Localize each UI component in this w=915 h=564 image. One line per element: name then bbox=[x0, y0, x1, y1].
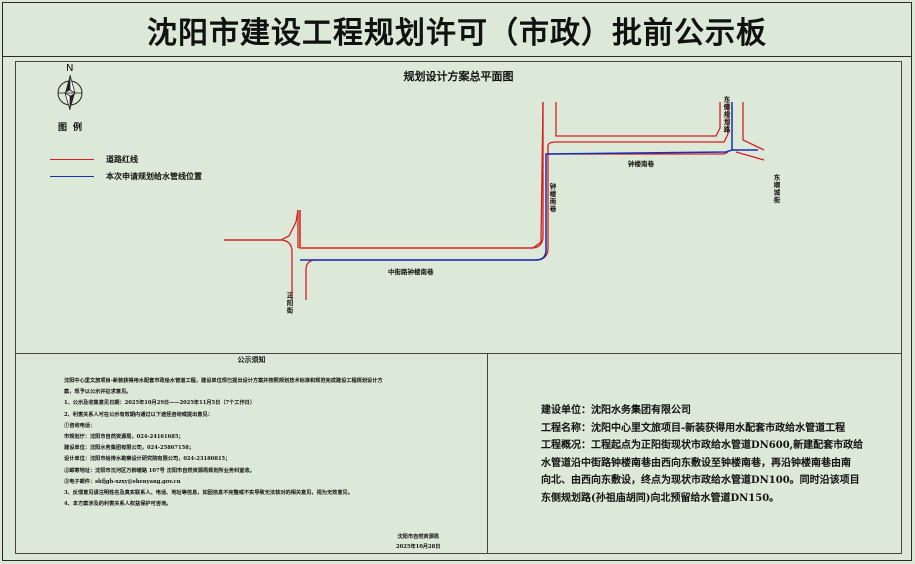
notice-line: ②邮寄地址：沈阳市沈河区万柳塘路 107号 沈阳市自然资源局规划所业务科室收。 bbox=[64, 467, 255, 474]
label-zhonglou-south-lane-v: 钟楼南巷 bbox=[548, 183, 556, 213]
north-arrow-icon bbox=[57, 74, 83, 111]
label-dongshuncheng-street: 东顺城街 bbox=[772, 174, 780, 204]
sign-date: 2025年10月28日 bbox=[396, 544, 441, 550]
map-title: 规划设计方案总平面图 bbox=[403, 70, 514, 83]
project-info: 建设单位：沈阳水务集团有限公司 工程名称：沈阳中心里文旅项目-新装获得用水配套市… bbox=[541, 402, 893, 507]
summary-line: 工程概况：工程起点为正阳街现状市政给水管道DN600,新建配套市政给 bbox=[541, 440, 864, 451]
lower-section: 公示须知 沈阳中心里文旅项目-新装获得用水配套市政给水管道工程，建设单位现已提出… bbox=[15, 354, 902, 554]
legend-title: 图例 bbox=[58, 123, 89, 133]
north-letter: N bbox=[66, 63, 74, 74]
project-name-label: 工程名称： bbox=[541, 422, 591, 434]
red-line-swatch bbox=[50, 159, 94, 160]
notice-line: 建设单位：沈阳水务集团有限公司，024-25867158； bbox=[64, 445, 195, 452]
site-plan-drawing bbox=[57, 74, 765, 300]
builder-value: 沈阳水务集团有限公司 bbox=[591, 405, 691, 416]
notice-line: ③电子邮件：shfjgh-xzxy@shenyang.gov.cn bbox=[64, 478, 181, 485]
water-pipe-line bbox=[300, 102, 758, 261]
label-zhengyang-street: 正阳街 bbox=[285, 292, 293, 315]
builder-row: 建设单位：沈阳水务集团有限公司 bbox=[541, 402, 893, 420]
legend-water-pipe-label: 本次申请规划给水管线位置 bbox=[106, 171, 202, 181]
summary-line: 东侧规划路(孙祖庙胡同)向北预留给水管道DN150。 bbox=[541, 492, 780, 504]
notice-line: 1、公示及收集意见日期：2025年10月29日——2025年11月5日（7个工作… bbox=[64, 400, 256, 407]
builder-label: 建设单位： bbox=[541, 405, 591, 416]
sign-org: 沈阳市自然资源局 bbox=[397, 534, 439, 540]
notice-line: ①咨询电话： bbox=[64, 422, 96, 429]
site-plan-map: 规划设计方案总平面图 bbox=[15, 61, 902, 354]
notice-line: 3、反馈意见请注明姓名及真实联系人、电话、地址等信息，如因信息不完整或不实导致无… bbox=[64, 490, 353, 497]
label-zhonglou-south-lane-h: 钟楼南巷 bbox=[628, 160, 654, 168]
road-red-lines bbox=[224, 101, 765, 300]
notice-line: 沈阳中心里文旅项目-新装获得用水配套市政给水管道工程，建设单位现已提出设计方案并… bbox=[64, 378, 383, 384]
notice-title: 公示须知 bbox=[237, 355, 266, 364]
legend-road-red-label: 道路红线 bbox=[106, 154, 138, 164]
notice-line: 4、本方案涉及的利害关系人权益保护可咨询。 bbox=[64, 501, 172, 508]
notice-line: 案，现予以公示并征求意见。 bbox=[64, 389, 132, 396]
board-title: 沈阳市建设工程规划许可（市政）批前公示板 bbox=[3, 3, 911, 57]
public-notice: 公示须知 沈阳中心里文旅项目-新装获得用水配套市政给水管道工程，建设单位现已提出… bbox=[16, 354, 488, 554]
notice-body: 沈阳中心里文旅项目-新装获得用水配套市政给水管道工程，建设单位现已提出设计方案并… bbox=[64, 376, 474, 510]
notice-line: 市规划厅：沈阳市自然资源局，024-24161685； bbox=[64, 434, 184, 441]
label-zhongjie-road: 中街路钟楼南巷 bbox=[388, 268, 434, 276]
blue-line-swatch bbox=[50, 176, 94, 177]
project-name-row: 工程名称：沈阳中心里文旅项目-新装获得用水配套市政给水管道工程 bbox=[541, 420, 893, 438]
project-name-value: 沈阳中心里文旅项目-新装获得用水配套市政给水管道工程 bbox=[591, 422, 846, 434]
notice-line: 2、利害关系人可在公示有效期内通过以下途径咨询或提出意见： bbox=[64, 411, 213, 418]
legend-water-pipe: 本次申请规划给水管线位置 bbox=[50, 171, 202, 182]
summary-line: 水管道沿中街路钟楼南巷由西向东敷设至钟楼南巷，再沿钟楼南巷由南 bbox=[541, 457, 851, 469]
summary-line: 向北、由西向东敷设，终点为现状市政给水管道DN100。同时沿该项目 bbox=[541, 475, 860, 486]
label-east-planned-road: 东侧规划路 bbox=[722, 96, 730, 134]
notice-signature: 沈阳市自然资源局 2025年10月28日 bbox=[396, 532, 440, 552]
legend-road-red: 道路红线 bbox=[50, 154, 138, 165]
notice-line: 设计单位：沈阳市给排水勘察设计研究院有限公司，024-23180815； bbox=[64, 456, 231, 463]
